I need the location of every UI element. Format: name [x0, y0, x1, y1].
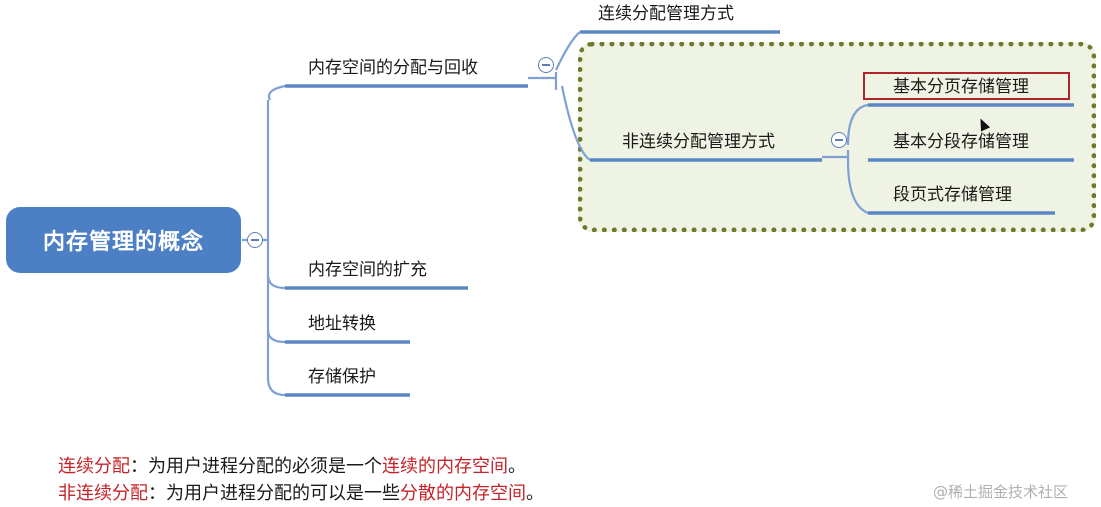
root-node[interactable]: 内存管理的概念 [6, 207, 241, 273]
note-term-1: 连续分配 [58, 456, 130, 477]
collapse-root-icon[interactable] [247, 232, 263, 248]
node-addr[interactable]: 地址转换 [308, 314, 376, 334]
node-protect[interactable]: 存储保护 [308, 367, 376, 387]
note-line-2: 非连续分配：为用户进程分配的可以是一些分散的内存空间。 [58, 479, 544, 505]
watermark: @稀土掘金技术社区 [933, 483, 1069, 501]
note-text-1: ：为用户进程分配的必须是一个 [130, 456, 382, 477]
highlight-box [863, 72, 1070, 100]
node-segment[interactable]: 基本分段存储管理 [893, 132, 1029, 152]
note-term-2: 非连续分配 [58, 483, 148, 504]
node-page[interactable]: 基本分页存储管理 [893, 77, 1029, 97]
node-segpage[interactable]: 段页式存储管理 [893, 185, 1012, 205]
note-line-1: 连续分配：为用户进程分配的必须是一个连续的内存空间。 [58, 452, 526, 478]
note-end-2: 。 [526, 483, 544, 504]
note-text-2: ：为用户进程分配的可以是一些 [148, 483, 400, 504]
note-emph-2: 分散的内存空间 [400, 483, 526, 504]
node-noncontiguous[interactable]: 非连续分配管理方式 [622, 132, 775, 152]
note-emph-1: 连续的内存空间 [382, 456, 508, 477]
node-contiguous[interactable]: 连续分配管理方式 [598, 4, 734, 24]
note-end-1: 。 [508, 456, 526, 477]
node-expand[interactable]: 内存空间的扩充 [308, 260, 427, 280]
node-alloc[interactable]: 内存空间的分配与回收 [308, 58, 478, 78]
collapse-alloc-icon[interactable] [538, 57, 554, 73]
collapse-noncontiguous-icon[interactable] [831, 132, 847, 148]
